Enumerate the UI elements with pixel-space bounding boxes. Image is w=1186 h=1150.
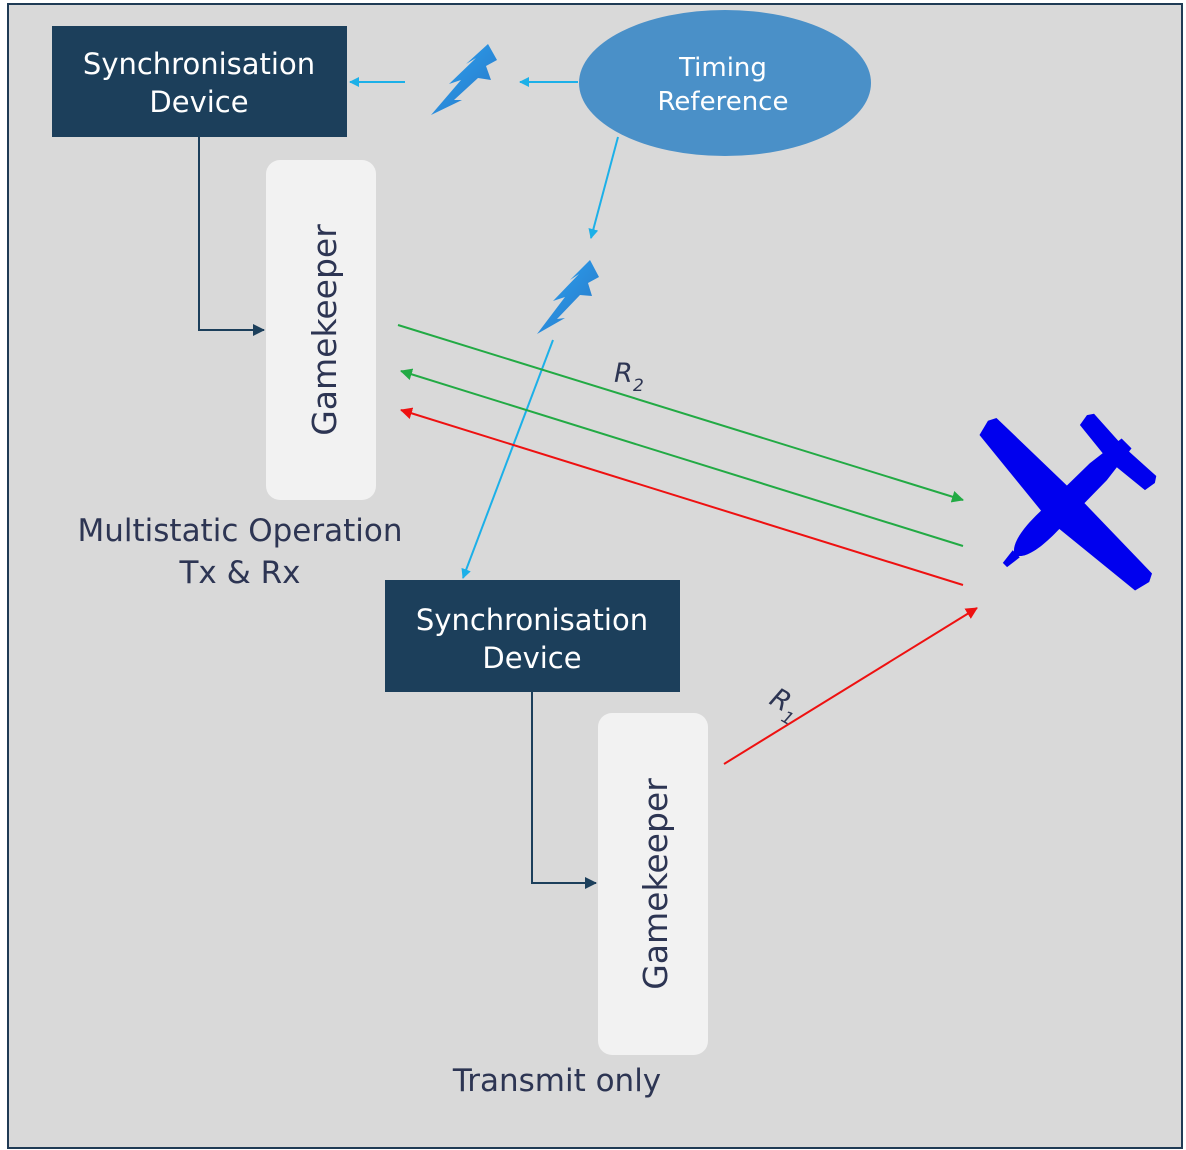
caption-transmit-only: Transmit only	[452, 1063, 661, 1099]
sync-device-bottom: Synchronisation Device	[385, 580, 680, 692]
lightning-bolt-icon	[431, 44, 497, 115]
gamekeeper-bottom: Gamekeeper	[598, 713, 708, 1055]
sync-link-arrow	[588, 136, 619, 239]
gamekeeper-bottom-label: Gamekeeper	[636, 778, 675, 990]
sync-link-arrow	[461, 339, 554, 579]
green-signal-return	[400, 368, 964, 547]
control-connector	[198, 137, 265, 336]
diagram-background	[7, 3, 1183, 1149]
range-label-r2: R 2	[614, 358, 644, 396]
range-label-r2-sub: 2	[633, 376, 644, 396]
red-signal-return	[400, 407, 964, 586]
sync-device-top-line1: Synchronisation	[83, 47, 315, 81]
gamekeeper-top: Gamekeeper	[266, 160, 376, 500]
sync-device-bottom-line2: Device	[482, 641, 581, 675]
sync-device-bottom-line1: Synchronisation	[416, 603, 648, 637]
timing-reference-line1: Timing	[678, 53, 767, 83]
sync-device-top: Synchronisation Device	[52, 26, 347, 137]
timing-reference: Timing Reference	[579, 10, 871, 156]
range-label-r2-letter: R	[614, 358, 633, 389]
red-signal-outgoing	[723, 607, 978, 765]
sync-device-top-line2: Device	[149, 85, 248, 119]
green-signal-outgoing	[397, 324, 964, 503]
lightning-bolt-icon	[537, 260, 599, 334]
gamekeeper-top-label: Gamekeeper	[305, 224, 344, 436]
timing-reference-line2: Reference	[658, 87, 789, 117]
caption-multistatic-line2: Tx & Rx	[178, 555, 300, 591]
airplane-icon	[979, 413, 1157, 591]
control-connector	[531, 692, 597, 889]
caption-multistatic-line1: Multistatic Operation	[77, 513, 402, 549]
